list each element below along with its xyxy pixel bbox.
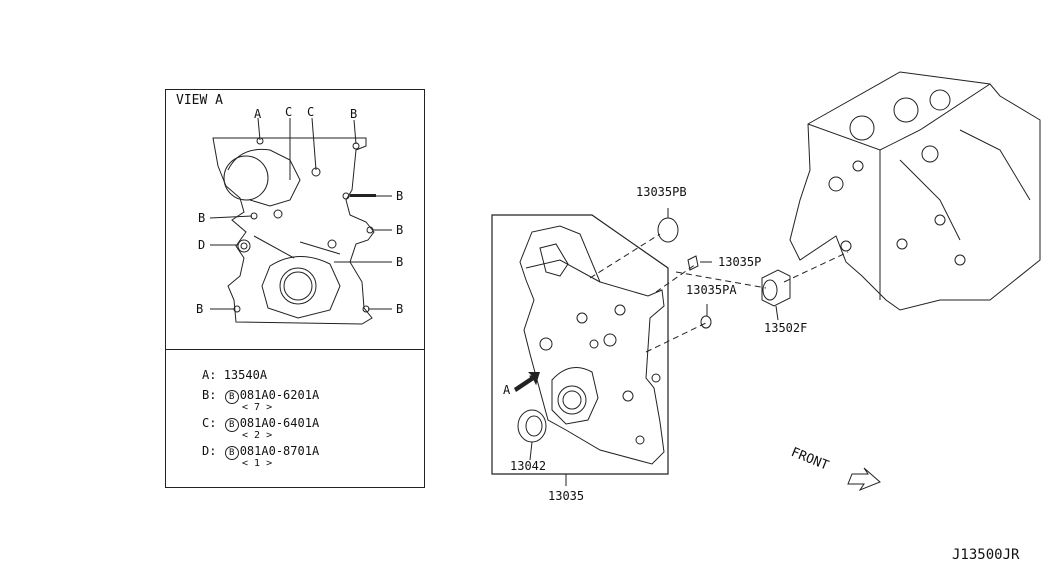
legend-part: 081A0-8701A [239,444,320,458]
legend-qty-c: < 2 > [242,430,273,441]
legend-part: 13540A [223,368,268,382]
callout-d: D [198,238,206,252]
legend-key: A [202,368,210,382]
part-label-13035pb: 13035PB [636,185,687,199]
callout-c-1: C [285,105,293,119]
callout-b-left-1: B [198,211,206,225]
diagram-code: J13500JR [952,547,1020,563]
legend-part: 081A0-6201A [239,388,320,402]
legend-qty-d: < 1 > [242,458,273,469]
arrow-a-label: A [503,383,511,397]
callout-b-right-4: B [396,302,404,316]
legend-key: B [202,388,210,402]
bolt-icon: B [224,390,239,404]
part-label-13035p: 13035P [718,255,762,269]
callout-b-right-2: B [396,223,404,237]
callout-c-2: C [307,105,315,119]
legend-key: C [202,416,210,430]
bolt-icon: B [224,418,239,432]
legend-qty-b: < 7 > [242,402,273,413]
callout-a: A [254,107,262,121]
legend-divider [165,349,425,350]
view-a-title: VIEW A [176,93,223,108]
part-label-13042: 13042 [510,459,547,473]
view-a-panel [165,89,425,488]
bolt-icon: B [224,446,239,460]
legend-sep: : [209,416,217,430]
part-label-13502f: 13502F [764,321,808,335]
legend-sep: : [209,368,217,382]
part-label-13035pa: 13035PA [686,283,737,297]
callout-b-left-2: B [196,302,204,316]
part-label-13035: 13035 [548,489,585,503]
callout-b-right-1: B [396,189,404,203]
legend-row-a: A: 13540A [202,368,267,382]
legend-part: 081A0-6401A [239,416,320,430]
callout-b-right-3: B [396,255,404,269]
legend-sep: : [209,444,217,458]
legend-key: D [202,444,210,458]
legend-sep: : [209,388,217,402]
callout-b-top: B [350,107,358,121]
